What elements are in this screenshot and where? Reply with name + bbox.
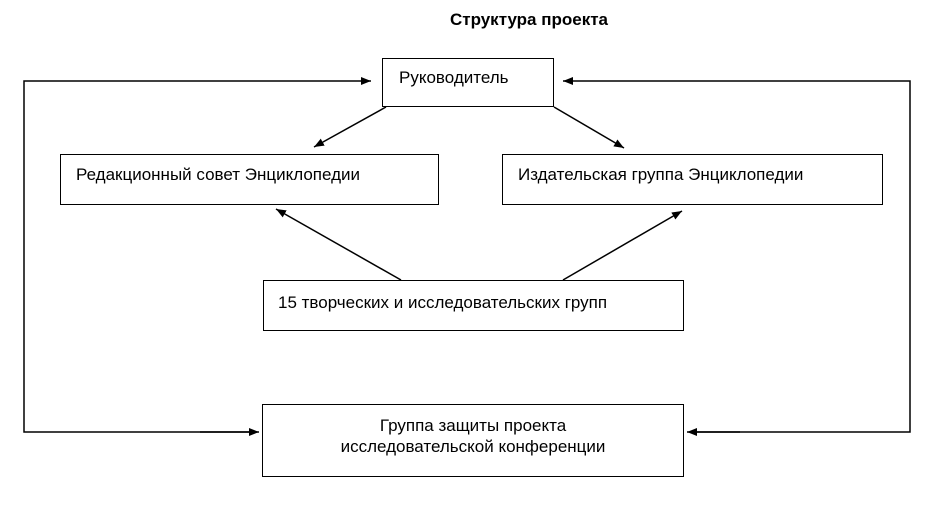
diagram-title: Структура проекта [449, 10, 609, 29]
node-research-groups: 15 творческих и исследовательских групп [263, 280, 684, 331]
node-defense-line1: Группа защиты проекта [379, 416, 567, 435]
node-defense-group: Группа защиты проекта исследовательской … [262, 404, 684, 477]
arrow-groups-to-board [275, 208, 402, 281]
arrow-groups-to-publishing [562, 210, 683, 281]
arrow-head-to-board [313, 106, 387, 148]
node-defense-line2: исследовательской конференции [340, 437, 606, 456]
node-publishing-group: Издательская группа Энциклопедии [502, 154, 883, 205]
loop-right [563, 77, 911, 433]
node-editorial-board: Редакционный совет Энциклопедии [60, 154, 439, 205]
loop-left [23, 77, 371, 433]
node-head: Руководитель [382, 58, 554, 107]
arrow-head-to-publishing [553, 106, 625, 149]
